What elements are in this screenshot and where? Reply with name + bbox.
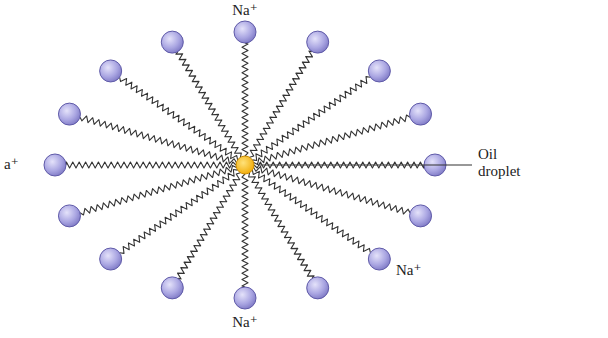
hydrocarbon-tail [66, 162, 236, 168]
hydrocarbon-tail [120, 170, 238, 254]
hydrocarbon-tail [249, 173, 314, 279]
ionic-head [410, 205, 432, 227]
ionic-head [410, 103, 432, 125]
ion-label: Na⁺ [396, 262, 421, 279]
hydrocarbon-tail [80, 166, 236, 215]
hydrocarbon-tail [80, 116, 236, 164]
hydrocarbon-tail [120, 77, 238, 160]
ion-label: Na⁺ [232, 2, 257, 19]
hydrocarbon-tail [252, 170, 370, 253]
ionic-head [307, 277, 329, 299]
oil-droplet [236, 156, 254, 174]
ionic-head [100, 60, 122, 82]
hydrocarbon-tail [252, 77, 370, 161]
ionic-head [307, 31, 329, 53]
hydrocarbon-tail [176, 52, 241, 158]
hydrocarbon-tail [242, 43, 248, 156]
ionic-head [368, 60, 390, 82]
callout-label: Oil droplet [478, 146, 540, 181]
hydrocarbon-tail [254, 166, 410, 214]
ionic-head [100, 248, 122, 270]
ionic-head [58, 205, 80, 227]
ionic-head [161, 277, 183, 299]
ionic-head [44, 154, 66, 176]
hydrocarbon-tail [254, 115, 410, 164]
ionic-head [234, 287, 256, 309]
leader-line [258, 164, 472, 165]
ion-label: a⁺ [4, 156, 19, 173]
ionic-head [161, 31, 183, 53]
ionic-head [234, 21, 256, 43]
ion-label: Na⁺ [232, 314, 257, 331]
ionic-head [58, 103, 80, 125]
ionic-head [368, 248, 390, 270]
hydrocarbon-tail [242, 174, 248, 287]
